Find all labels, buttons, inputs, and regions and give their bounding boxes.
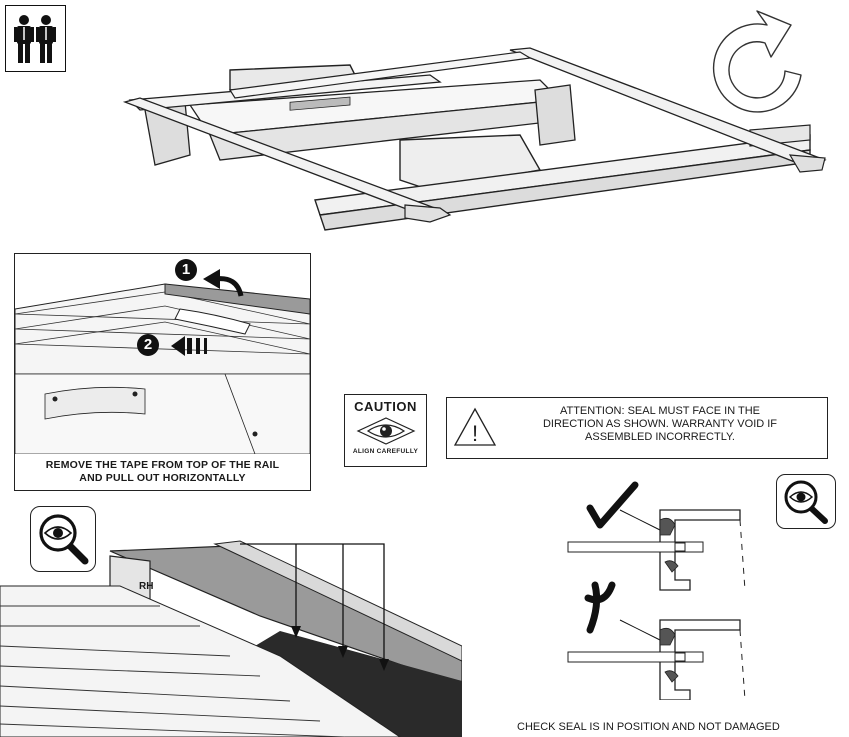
tape-instruction-caption: REMOVE THE TAPE FROM TOP OF THE RAIL AND… xyxy=(15,459,310,485)
warning-triangle-icon: ! xyxy=(453,407,497,446)
step-2-label: 2 xyxy=(143,336,153,353)
attention-line-3: ASSEMBLED INCORRECTLY. xyxy=(585,431,735,443)
correct-check-mark xyxy=(586,481,661,531)
awning-assembly-illustration xyxy=(110,40,830,250)
step-2-marker: 2 xyxy=(137,334,159,356)
magnifier-eye-icon xyxy=(776,474,836,529)
attention-box: ! ATTENTION: SEAL MUST FACE IN THE DIREC… xyxy=(446,397,828,459)
magnifier-eye-icon-left xyxy=(30,506,96,572)
tape-caption-line-2: AND PULL OUT HORIZONTALLY xyxy=(79,472,246,484)
step-1-marker: 1 xyxy=(175,259,197,281)
two-person-icon xyxy=(5,5,66,72)
tape-caption-line-1: REMOVE THE TAPE FROM TOP OF THE RAIL xyxy=(45,459,280,471)
rail-closeup-illustration: RH xyxy=(0,506,462,737)
caution-sign: CAUTION ALIGN CAREFULLY xyxy=(344,394,427,467)
rail-side-label: RH xyxy=(139,581,154,592)
step-1-label: 1 xyxy=(181,261,191,278)
incorrect-x-mark xyxy=(584,581,661,641)
attention-line-1: ATTENTION: SEAL MUST FACE IN THE xyxy=(559,405,761,417)
seal-check-caption: CHECK SEAL IS IN POSITION AND NOT DAMAGE… xyxy=(517,721,780,733)
caution-title: CAUTION xyxy=(354,399,417,414)
warning-symbol: ! xyxy=(472,421,478,446)
caution-subtitle: ALIGN CAREFULLY xyxy=(352,448,419,455)
seal-orientation-diagram xyxy=(560,480,780,700)
rotate-arrow-icon xyxy=(705,5,825,120)
tape-removal-detail: 1 2 REMOVE THE TAPE FROM TOP OF THE RAIL… xyxy=(14,253,311,491)
attention-line-2: DIRECTION AS SHOWN. WARRANTY VOID IF xyxy=(542,418,778,430)
eye-icon xyxy=(356,417,415,445)
